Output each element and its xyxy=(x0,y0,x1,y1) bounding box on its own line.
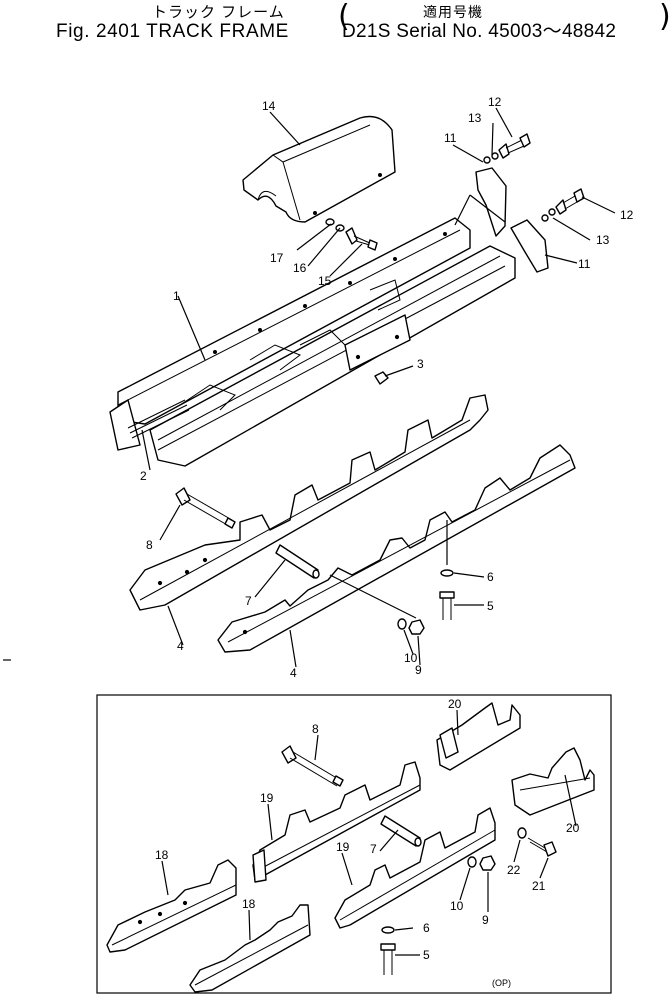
guard-part-18b xyxy=(189,904,311,993)
bolt-washer-lower-set xyxy=(380,926,396,975)
callout-5b: 5 xyxy=(423,948,430,962)
callout-6a: 6 xyxy=(487,570,494,584)
callout-8b: 8 xyxy=(312,722,319,736)
guard-part-18a xyxy=(106,859,237,953)
nut-washer-set xyxy=(397,618,425,635)
option-note: (OP) xyxy=(492,978,511,988)
callout-8a: 8 xyxy=(146,538,153,552)
callout-20b: 20 xyxy=(566,821,580,835)
callout-20a: 20 xyxy=(448,697,462,711)
pin-part xyxy=(275,544,320,579)
callout-5a: 5 xyxy=(487,599,494,613)
callout-11b: 11 xyxy=(578,257,591,271)
callout-14: 14 xyxy=(262,99,276,113)
guard-part-19a xyxy=(252,761,421,883)
callout-10a: 10 xyxy=(404,651,418,665)
nut-washer-lower-set xyxy=(467,855,496,871)
callout-11a: 11 xyxy=(444,131,457,145)
callout-18a: 18 xyxy=(155,848,169,862)
nut-part xyxy=(374,371,389,385)
left-bracket: ( xyxy=(338,0,350,34)
callout-12b: 12 xyxy=(620,208,634,222)
leader-lines-upper xyxy=(141,107,616,668)
callout-7b: 7 xyxy=(370,842,377,856)
callout-15: 15 xyxy=(318,274,332,288)
callout-4b: 4 xyxy=(290,666,297,680)
pin-lower-part xyxy=(380,815,422,847)
callout-10b: 10 xyxy=(450,899,464,913)
track-frame-part xyxy=(109,217,516,467)
bolt-21-22-set xyxy=(517,827,557,857)
guard-end-part-20b xyxy=(511,747,595,816)
callout-1: 1 xyxy=(173,289,180,303)
long-bolt-part xyxy=(175,487,236,529)
callout-22: 22 xyxy=(507,863,521,877)
callout-numbers: 14 12 13 11 12 13 11 17 16 15 1 3 2 8 6 … xyxy=(140,95,634,988)
guard-part-19b xyxy=(334,807,496,929)
callout-9a: 9 xyxy=(415,663,422,677)
callout-19a: 19 xyxy=(260,791,274,805)
guard-end-part-20a xyxy=(436,702,521,771)
long-bolt-lower-part xyxy=(281,745,344,787)
track-guard-left-part xyxy=(129,394,489,611)
applicable-models-japanese: 適用号機 xyxy=(423,4,483,20)
callout-21: 21 xyxy=(532,879,546,893)
callout-6b: 6 xyxy=(423,921,430,935)
callout-7a: 7 xyxy=(245,594,252,608)
callout-16: 16 xyxy=(293,261,307,275)
callout-4a: 4 xyxy=(177,639,184,653)
callout-3: 3 xyxy=(417,357,424,371)
right-bracket: ) xyxy=(659,2,669,32)
guard-cover-part xyxy=(242,115,396,223)
leader-lines-lower xyxy=(161,709,577,956)
callout-19b: 19 xyxy=(336,840,350,854)
figure-title: Fig. 2401 TRACK FRAME xyxy=(56,21,289,42)
option-box xyxy=(96,694,612,994)
callout-13b: 13 xyxy=(596,233,610,247)
callout-17: 17 xyxy=(270,251,284,265)
track-guard-right-part xyxy=(217,444,576,653)
cover-bolt-set xyxy=(325,218,378,251)
mount-plate-set xyxy=(454,133,585,273)
callout-9b: 9 xyxy=(482,913,489,927)
callout-13a: 13 xyxy=(468,111,482,125)
callout-2: 2 xyxy=(140,469,147,483)
title-japanese: トラック フレーム xyxy=(152,4,285,21)
callout-18b: 18 xyxy=(242,897,256,911)
serial-range: D21S Serial No. 45003～48842 xyxy=(342,21,617,42)
callout-12a: 12 xyxy=(488,95,502,109)
bolt-washer-set xyxy=(439,569,455,620)
